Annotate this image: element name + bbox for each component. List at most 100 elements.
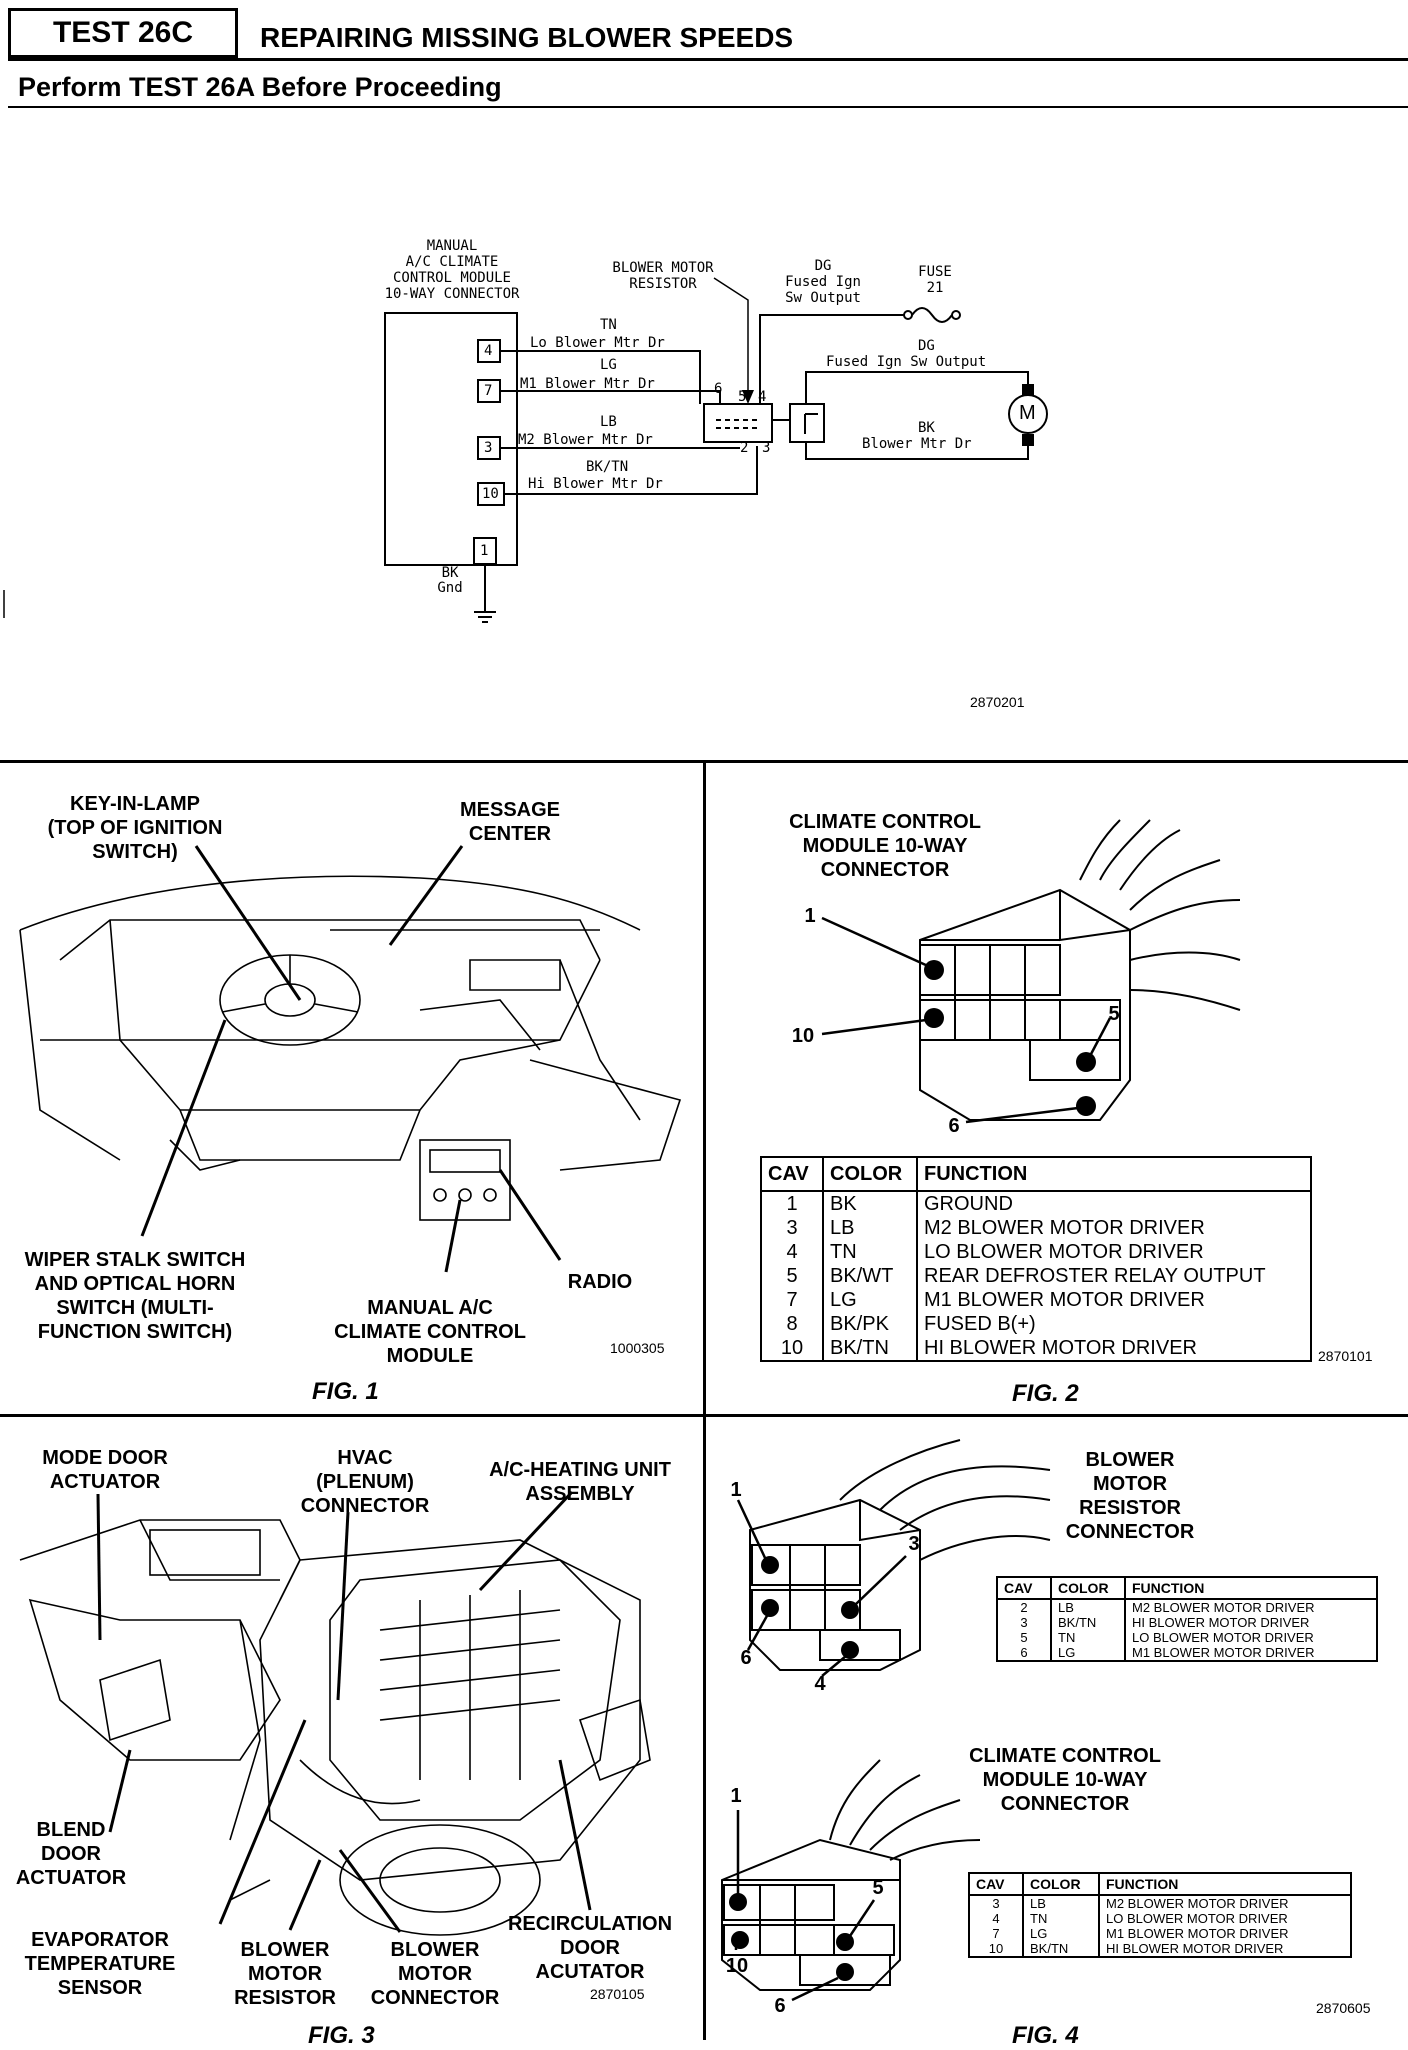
hvac-unit-illustration: [19, 1490, 651, 1936]
subtitle-rule: [8, 106, 1408, 108]
header-rule: [8, 58, 1408, 61]
cell-cav: 7: [760, 1288, 824, 1312]
pin-number: 1: [480, 543, 489, 559]
cell-cav: 2: [996, 1599, 1052, 1615]
col-color: COLOR: [822, 1156, 918, 1192]
module-connector-title-fig4: CLIMATE CONTROL MODULE 10-WAY CONNECTOR: [969, 1745, 1161, 1815]
cell-cav: 4: [968, 1911, 1024, 1926]
fig4-code: 2870605: [1316, 2000, 1371, 2016]
module-pin-label: 5: [872, 1877, 884, 1899]
fig1-code: 1000305: [610, 1340, 665, 1356]
cell-color: LG: [1022, 1926, 1100, 1941]
fig2-caption: FIG. 2: [1012, 1380, 1079, 1407]
fused-ign-label-top: DG Fused Ign Sw Output: [785, 258, 861, 306]
wire-name: M1 Blower Mtr Dr: [520, 376, 655, 392]
table-header-row: CAV COLOR FUNCTION: [760, 1156, 1312, 1192]
wiper-switch-label: WIPER STALK SWITCH AND OPTICAL HORN SWIT…: [24, 1249, 246, 1343]
cell-cav: 7: [968, 1926, 1024, 1941]
cell-cav: 10: [760, 1336, 824, 1361]
resistor-label: BLOWER MOTOR RESISTOR: [612, 260, 714, 292]
hvac-connector-label: HVAC (PLENUM) CONNECTOR: [300, 1447, 430, 1517]
motor-symbol: M: [1019, 402, 1036, 424]
ac-heating-label: A/C-HEATING UNIT ASSEMBLY: [489, 1459, 671, 1505]
cell-color: BK: [822, 1191, 918, 1216]
wiring-schematic: [3, 277, 1048, 623]
cell-color: BK/TN: [1050, 1615, 1126, 1630]
cell-function: HI BLOWER MOTOR DRIVER: [916, 1336, 1312, 1361]
module-pin-label: 10: [725, 1955, 749, 1977]
resistor-connector-illustration: [736, 1439, 1051, 1677]
pin-number: 7: [484, 383, 493, 399]
pin-number: 4: [484, 343, 493, 359]
wire-color: TN: [600, 317, 617, 333]
cell-function: M2 BLOWER MOTOR DRIVER: [916, 1216, 1312, 1240]
resistor-pin-label: 3: [908, 1533, 920, 1555]
cell-color: LG: [822, 1288, 918, 1312]
cell-color: LB: [1050, 1599, 1126, 1615]
cell-color: TN: [1050, 1630, 1126, 1645]
col-color: COLOR: [1050, 1576, 1126, 1600]
cell-function: M2 BLOWER MOTOR DRIVER: [1124, 1599, 1378, 1615]
fuse-label: FUSE 21: [918, 264, 952, 296]
cell-color: BK/PK: [822, 1312, 918, 1336]
resistor-pin: 5: [738, 389, 747, 405]
cell-cav: 5: [996, 1630, 1052, 1645]
schematic-code: 2870201: [970, 694, 1025, 710]
connector-pin-label: 6: [948, 1115, 960, 1137]
cell-function: M2 BLOWER MOTOR DRIVER: [1098, 1895, 1352, 1911]
fig3-caption: FIG. 3: [308, 2022, 375, 2049]
cell-function: LO BLOWER MOTOR DRIVER: [1098, 1911, 1352, 1926]
cell-color: TN: [1022, 1911, 1100, 1926]
col-function: FUNCTION: [1098, 1872, 1352, 1896]
message-center-label: MESSAGE CENTER: [459, 799, 561, 845]
resistor-pin-label: 4: [814, 1673, 826, 1695]
cell-color: BK/TN: [1022, 1941, 1100, 1957]
blend-door-label: BLEND DOOR ACTUATOR: [15, 1819, 127, 1889]
table-header-row: CAV COLOR FUNCTION: [996, 1576, 1378, 1600]
connector-10way-illustration: [821, 819, 1241, 1124]
cell-function: FUSED B(+): [916, 1312, 1312, 1336]
cell-cav: 3: [968, 1895, 1024, 1911]
resistor-connector-title: BLOWER MOTOR RESISTOR CONNECTOR: [1065, 1449, 1195, 1543]
cell-function: HI BLOWER MOTOR DRIVER: [1098, 1941, 1352, 1957]
fig1-caption: FIG. 1: [312, 1378, 379, 1405]
wire-name: Lo Blower Mtr Dr: [530, 335, 665, 351]
cell-color: LB: [822, 1216, 918, 1240]
cell-cav: 6: [996, 1645, 1052, 1661]
connector-pin-label: 1: [804, 905, 816, 927]
resistor-pin: 6: [714, 381, 723, 397]
page-subtitle: Perform TEST 26A Before Proceeding: [18, 72, 502, 102]
mode-door-label: MODE DOOR ACTUATOR: [42, 1447, 168, 1493]
resistor-pin-label: 1: [730, 1479, 742, 1501]
cell-color: TN: [822, 1240, 918, 1264]
cell-function: LO BLOWER MOTOR DRIVER: [916, 1240, 1312, 1264]
cell-function: GROUND: [916, 1191, 1312, 1216]
cell-color: LB: [1022, 1895, 1100, 1911]
wire-name: Hi Blower Mtr Dr: [528, 476, 663, 492]
col-cav: CAV: [996, 1576, 1052, 1600]
resistor-pin: 2: [740, 440, 749, 456]
cell-color: BK/WT: [822, 1264, 918, 1288]
cell-cav: 4: [760, 1240, 824, 1264]
resistor-pin: 3: [762, 440, 771, 456]
cell-function: M1 BLOWER MOTOR DRIVER: [916, 1288, 1312, 1312]
dg-name: Fused Ign Sw Output: [826, 354, 987, 370]
connector-pin-label: 5: [1108, 1003, 1120, 1025]
module-label: MANUAL A/C CLIMATE CONTROL MODULE 10-WAY…: [384, 238, 520, 302]
module-connector-illustration-fig4: [721, 1759, 981, 2002]
